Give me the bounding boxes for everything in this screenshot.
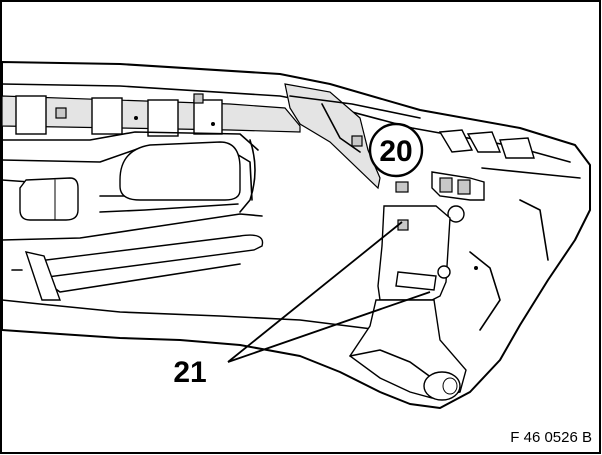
figure-id: F 46 0526 B	[510, 429, 592, 446]
leader-line-lower	[227, 291, 431, 363]
leader-line-upper	[227, 221, 403, 363]
bracket-2	[91, 97, 123, 135]
callout-20: 20	[368, 122, 424, 178]
bumper-cover	[1, 61, 591, 409]
slot-lower	[395, 271, 437, 291]
bracket-1	[15, 95, 47, 135]
callout-20-label: 20	[379, 135, 412, 168]
bracket-3	[147, 99, 179, 137]
callout-21: 21	[173, 221, 431, 389]
bracket-4	[193, 99, 223, 135]
callout-21-label: 21	[173, 356, 206, 389]
